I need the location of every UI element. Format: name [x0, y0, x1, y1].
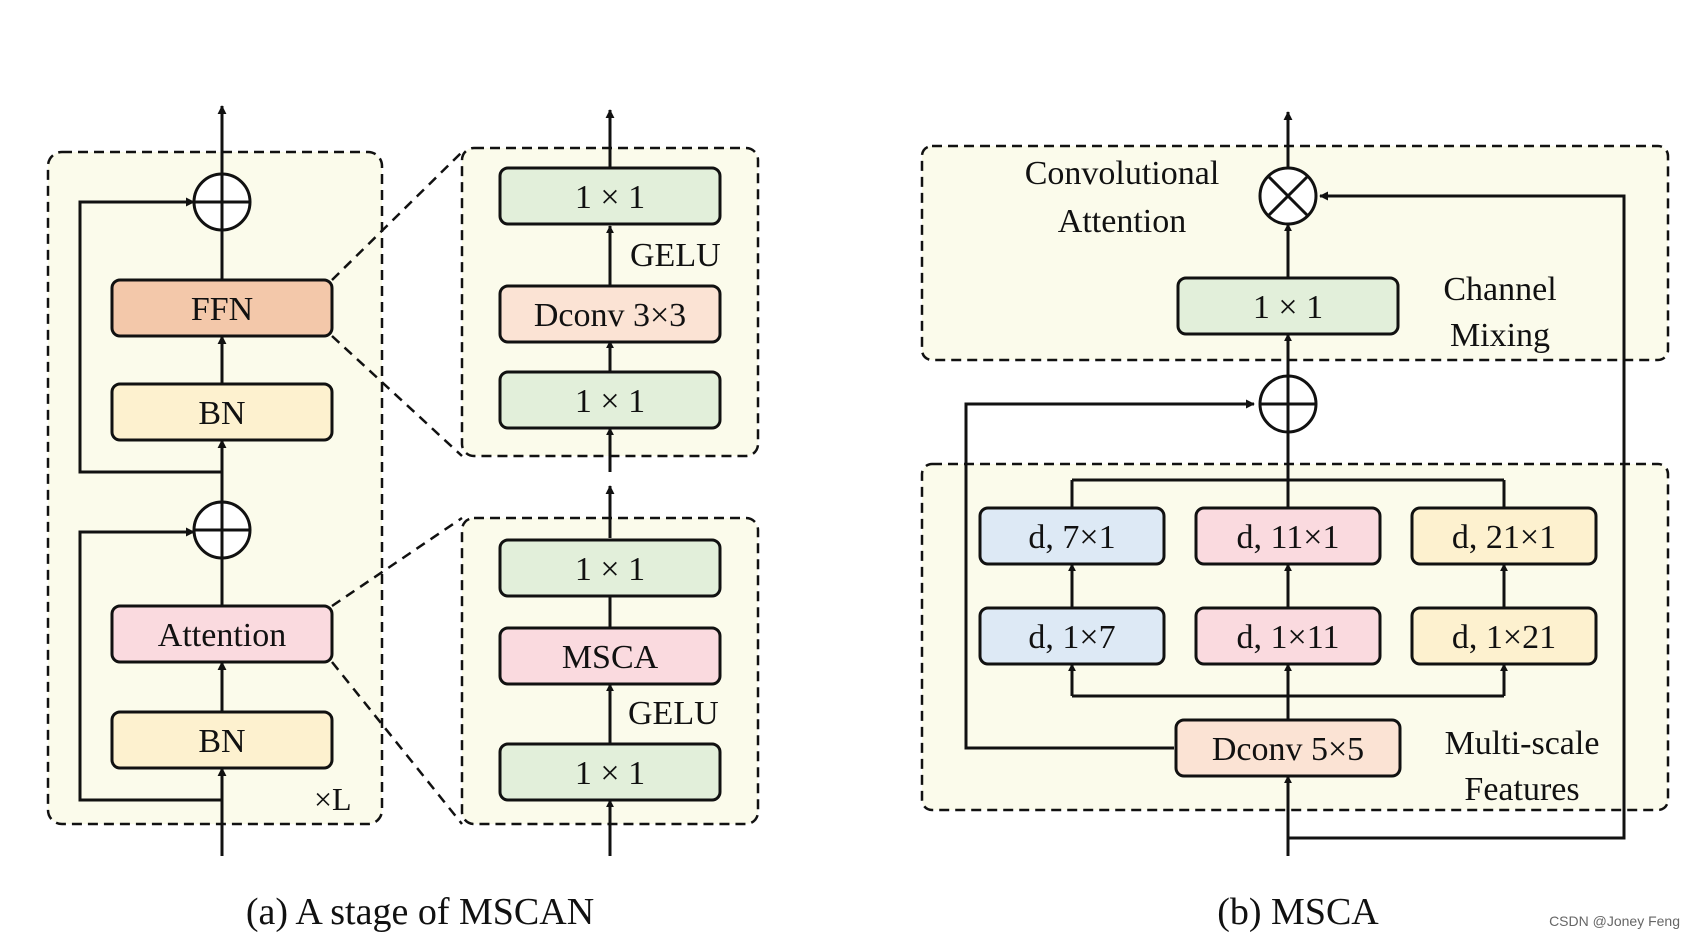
attn-bottom-conv: 1 × 1: [498, 742, 722, 802]
ffn-label: FFN: [191, 291, 253, 328]
bn-label-top: BN: [198, 395, 245, 432]
caption-a: (a) A stage of MSCAN: [246, 891, 594, 933]
bn-block-top: BN: [110, 382, 334, 442]
bn-label-bottom: BN: [198, 723, 245, 760]
branch-1x11: d, 1×11: [1194, 606, 1382, 666]
branch-7x1: d, 7×1: [978, 506, 1166, 566]
branch-21x1: d, 21×1: [1410, 506, 1598, 566]
multiply-node: [1258, 166, 1318, 226]
branch-1x21-label: d, 1×21: [1452, 619, 1556, 656]
zoom-connectors: [331, 151, 463, 825]
attn-top-conv-label: 1 × 1: [575, 551, 645, 588]
branch-7x1-label: d, 7×1: [1028, 519, 1115, 556]
ffn-bottom-conv: 1 × 1: [498, 370, 722, 430]
channel-mixing-conv: 1 × 1: [1176, 276, 1400, 336]
add-node-msca: [1258, 374, 1318, 434]
caption-b: (b) MSCA: [1217, 891, 1379, 933]
add-node-ffn: [192, 172, 252, 232]
watermark: CSDN @Joney Feng: [1549, 913, 1680, 929]
ffn-top-conv-label: 1 × 1: [575, 179, 645, 216]
ffn-gelu-label: GELU: [630, 237, 721, 274]
channel-mixing-label-2: Mixing: [1450, 317, 1550, 354]
channel-mixing-label-1: Channel: [1443, 271, 1556, 308]
branch-11x1: d, 11×1: [1194, 506, 1382, 566]
msca-block: MSCA: [498, 626, 722, 686]
attn-gelu-label: GELU: [628, 695, 719, 732]
ffn-block: FFN: [110, 278, 334, 338]
branch-11x1-label: d, 11×1: [1237, 519, 1340, 556]
multiscale-label-1: Multi-scale: [1445, 725, 1600, 762]
msca-label: MSCA: [562, 639, 659, 676]
conv-attention-label-2: Attention: [1058, 203, 1186, 240]
conv-attention-label-1: Convolutional: [1025, 155, 1220, 192]
branch-21x1-label: d, 21×1: [1452, 519, 1556, 556]
attention-block: Attention: [110, 604, 334, 664]
branch-1x11-label: d, 1×11: [1237, 619, 1340, 656]
channel-mixing-conv-label: 1 × 1: [1253, 289, 1323, 326]
msca-dconv-label: Dconv 5×5: [1212, 731, 1364, 768]
repeat-label: ×L: [314, 781, 352, 817]
attn-bottom-conv-label: 1 × 1: [575, 755, 645, 792]
msca-dconv: Dconv 5×5: [1174, 718, 1402, 778]
attn-top-conv: 1 × 1: [498, 538, 722, 598]
attention-label: Attention: [158, 617, 286, 654]
branch-1x21: d, 1×21: [1410, 606, 1598, 666]
branch-1x7: d, 1×7: [978, 606, 1166, 666]
conv-attention-panel: [920, 144, 1670, 362]
ffn-top-conv: 1 × 1: [498, 166, 722, 226]
bn-block-bottom: BN: [110, 710, 334, 770]
ffn-dconv-label: Dconv 3×3: [534, 297, 686, 334]
ffn-dconv: Dconv 3×3: [498, 284, 722, 344]
multiscale-label-2: Features: [1464, 771, 1579, 808]
add-node-attention: [192, 500, 252, 560]
ffn-bottom-conv-label: 1 × 1: [575, 383, 645, 420]
branch-1x7-label: d, 1×7: [1028, 619, 1115, 656]
